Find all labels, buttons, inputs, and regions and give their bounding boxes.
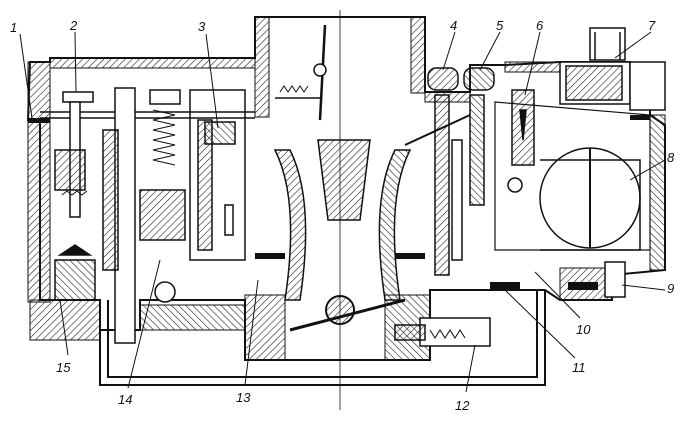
float-chamber xyxy=(494,101,651,251)
leader-lines xyxy=(19,31,666,393)
callout-3: 3 xyxy=(198,19,206,34)
accelerator-pump xyxy=(54,91,96,301)
callout-14: 14 xyxy=(118,392,132,407)
pump-plunger xyxy=(102,87,186,344)
drain-plug xyxy=(604,261,626,298)
callout-11: 11 xyxy=(572,360,586,375)
callout-7: 7 xyxy=(648,18,656,33)
callout-8: 8 xyxy=(667,150,675,165)
callout-12: 12 xyxy=(455,398,470,413)
fuel-channel xyxy=(99,290,546,386)
fuel-inlet-filter xyxy=(559,27,666,111)
jets xyxy=(404,67,495,276)
needle-valve xyxy=(511,89,535,166)
callout-5: 5 xyxy=(496,18,504,33)
economizer xyxy=(189,89,246,261)
callout-10: 10 xyxy=(576,322,591,337)
gaskets xyxy=(28,115,650,290)
venturi xyxy=(273,10,412,410)
callout-13: 13 xyxy=(236,390,251,405)
throttle-valve xyxy=(289,295,406,332)
idle-screw xyxy=(394,317,491,347)
callout-2: 2 xyxy=(69,18,78,33)
callout-9: 9 xyxy=(667,281,674,296)
callout-1: 1 xyxy=(10,20,17,35)
callout-labels: 1 2 3 4 5 6 7 8 9 10 11 12 13 14 15 xyxy=(10,18,675,413)
callout-6: 6 xyxy=(536,18,544,33)
air-damper xyxy=(275,24,327,121)
callout-4: 4 xyxy=(450,18,457,33)
callout-15: 15 xyxy=(56,360,71,375)
